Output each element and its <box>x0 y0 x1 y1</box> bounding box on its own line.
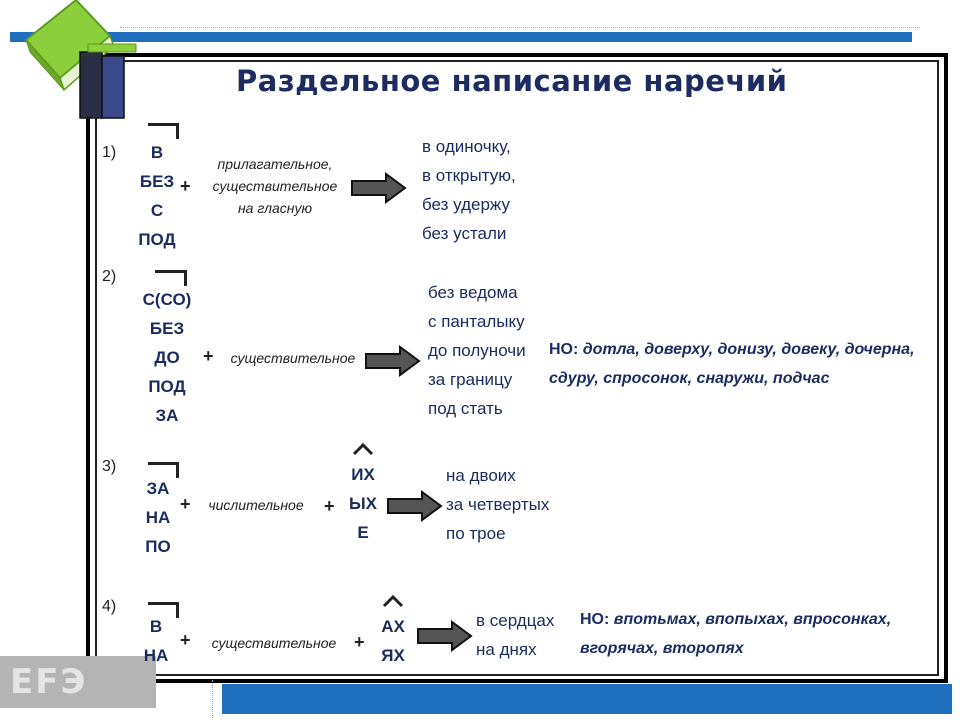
plus-sign: + <box>180 176 191 196</box>
rule-number: 4) <box>102 598 117 615</box>
exceptions-line: дотла, доверху, донизу, довеку, дочерна, <box>582 341 915 358</box>
example: без ведома <box>428 283 518 302</box>
example: за границу <box>428 370 513 389</box>
top-accent-bar <box>10 32 912 42</box>
ending: АХ <box>381 617 405 636</box>
rule-description: существительное <box>222 347 364 369</box>
description-line: существительное <box>211 635 337 651</box>
description-line: числительное <box>208 497 304 513</box>
ending-list: ИХ ЫХ Е <box>342 460 384 547</box>
prefix-bracket <box>148 602 179 618</box>
prefix: НА <box>145 508 171 527</box>
rule-description: существительное <box>202 632 346 654</box>
plus-sign: + <box>203 346 214 366</box>
prefix-list: В БЕЗ С ПОД <box>136 138 178 254</box>
exceptions-line: впотьмах, впопыхах, впросонках, <box>613 611 892 628</box>
prefix: В <box>149 617 163 636</box>
example: под стать <box>428 399 503 418</box>
example: в открытую, <box>422 166 516 185</box>
prefix-list: В НА <box>134 612 178 670</box>
prefix-bracket <box>148 462 179 478</box>
caret-up-icon <box>382 594 404 608</box>
examples-list: без ведома с панталыку до полуночи за гр… <box>428 278 526 423</box>
logo-text: EFЭ <box>10 662 88 702</box>
prefix: С(СО) <box>142 290 192 309</box>
plus-sign: + <box>354 632 365 652</box>
top-dotted-line <box>120 27 920 28</box>
example: в одиночку, <box>422 137 511 156</box>
caret-up-icon <box>352 442 374 456</box>
prefix-list: ЗА НА ПО <box>136 474 180 561</box>
prefix-bracket <box>155 270 187 286</box>
plus-sign: + <box>180 494 191 514</box>
examples-list: в одиночку, в открытую, без удержу без у… <box>422 132 516 248</box>
ending: ЫХ <box>349 494 377 513</box>
exceptions-note: НО: впотьмах, впопыхах, впросонках, вгор… <box>580 605 891 663</box>
arrow-right-icon <box>387 490 443 522</box>
description-line: прилагательное, <box>217 156 333 172</box>
examples-list: на двоих за четвертых по трое <box>446 461 549 548</box>
example: до полуночи <box>428 341 526 360</box>
ending: Е <box>357 523 369 542</box>
prefix: ПО <box>145 537 171 556</box>
page-title: Раздельное написание наречий <box>236 64 788 98</box>
prefix: ЗА <box>146 479 170 498</box>
rule-description: прилагательное, существительное на гласн… <box>200 153 350 219</box>
prefix-list: С(СО) БЕЗ ДО ПОД ЗА <box>140 285 194 430</box>
prefix: ПОД <box>148 377 186 396</box>
exceptions-note: НО: дотла, доверху, донизу, довеку, доче… <box>549 335 915 393</box>
prefix: В <box>150 143 164 162</box>
example: без удержу <box>422 195 510 214</box>
example: без устали <box>422 224 507 243</box>
rule-number: 3) <box>102 458 117 475</box>
example: в сердцах <box>476 611 555 630</box>
prefix: ЗА <box>155 406 179 425</box>
prefix: БЕЗ <box>139 172 175 191</box>
prefix: ПОД <box>138 230 176 249</box>
content-frame <box>86 53 948 683</box>
example: с панталыку <box>428 312 525 331</box>
arrow-right-icon <box>365 345 421 377</box>
example: на двоих <box>446 466 516 485</box>
books-icon <box>24 0 137 119</box>
description-line: существительное <box>230 350 356 366</box>
content-frame-inner <box>95 60 939 676</box>
exceptions-label: НО: <box>549 341 579 358</box>
ending: ЯХ <box>381 646 405 665</box>
logo: EFЭ <box>0 656 156 708</box>
prefix: ДО <box>154 348 180 367</box>
bottom-accent-bar <box>222 684 952 714</box>
plus-sign: + <box>324 496 335 516</box>
prefix: С <box>150 201 164 220</box>
examples-list: в сердцах на днях <box>476 606 554 664</box>
rule-description: числительное <box>198 494 314 516</box>
example: на днях <box>476 640 537 659</box>
ending-list: АХ ЯХ <box>372 612 414 670</box>
bottom-dotted-line <box>212 680 213 718</box>
description-line: существительное <box>212 178 338 194</box>
arrow-right-icon <box>351 172 407 204</box>
example: по трое <box>446 524 506 543</box>
rule-number: 1) <box>102 144 117 161</box>
exceptions-line: сдуру, спросонок, снаружи, подчас <box>549 370 830 387</box>
rule-number: 2) <box>102 268 117 285</box>
arrow-right-icon <box>417 620 473 652</box>
plus-sign: + <box>180 630 191 650</box>
prefix: НА <box>143 646 169 665</box>
exceptions-line: вгорячах, второпях <box>580 640 744 657</box>
exceptions-label: НО: <box>580 611 610 628</box>
prefix: БЕЗ <box>149 319 185 338</box>
description-line: на гласную <box>237 200 313 216</box>
example: за четвертых <box>446 495 550 514</box>
prefix-bracket <box>148 123 179 139</box>
ending: ИХ <box>351 465 375 484</box>
